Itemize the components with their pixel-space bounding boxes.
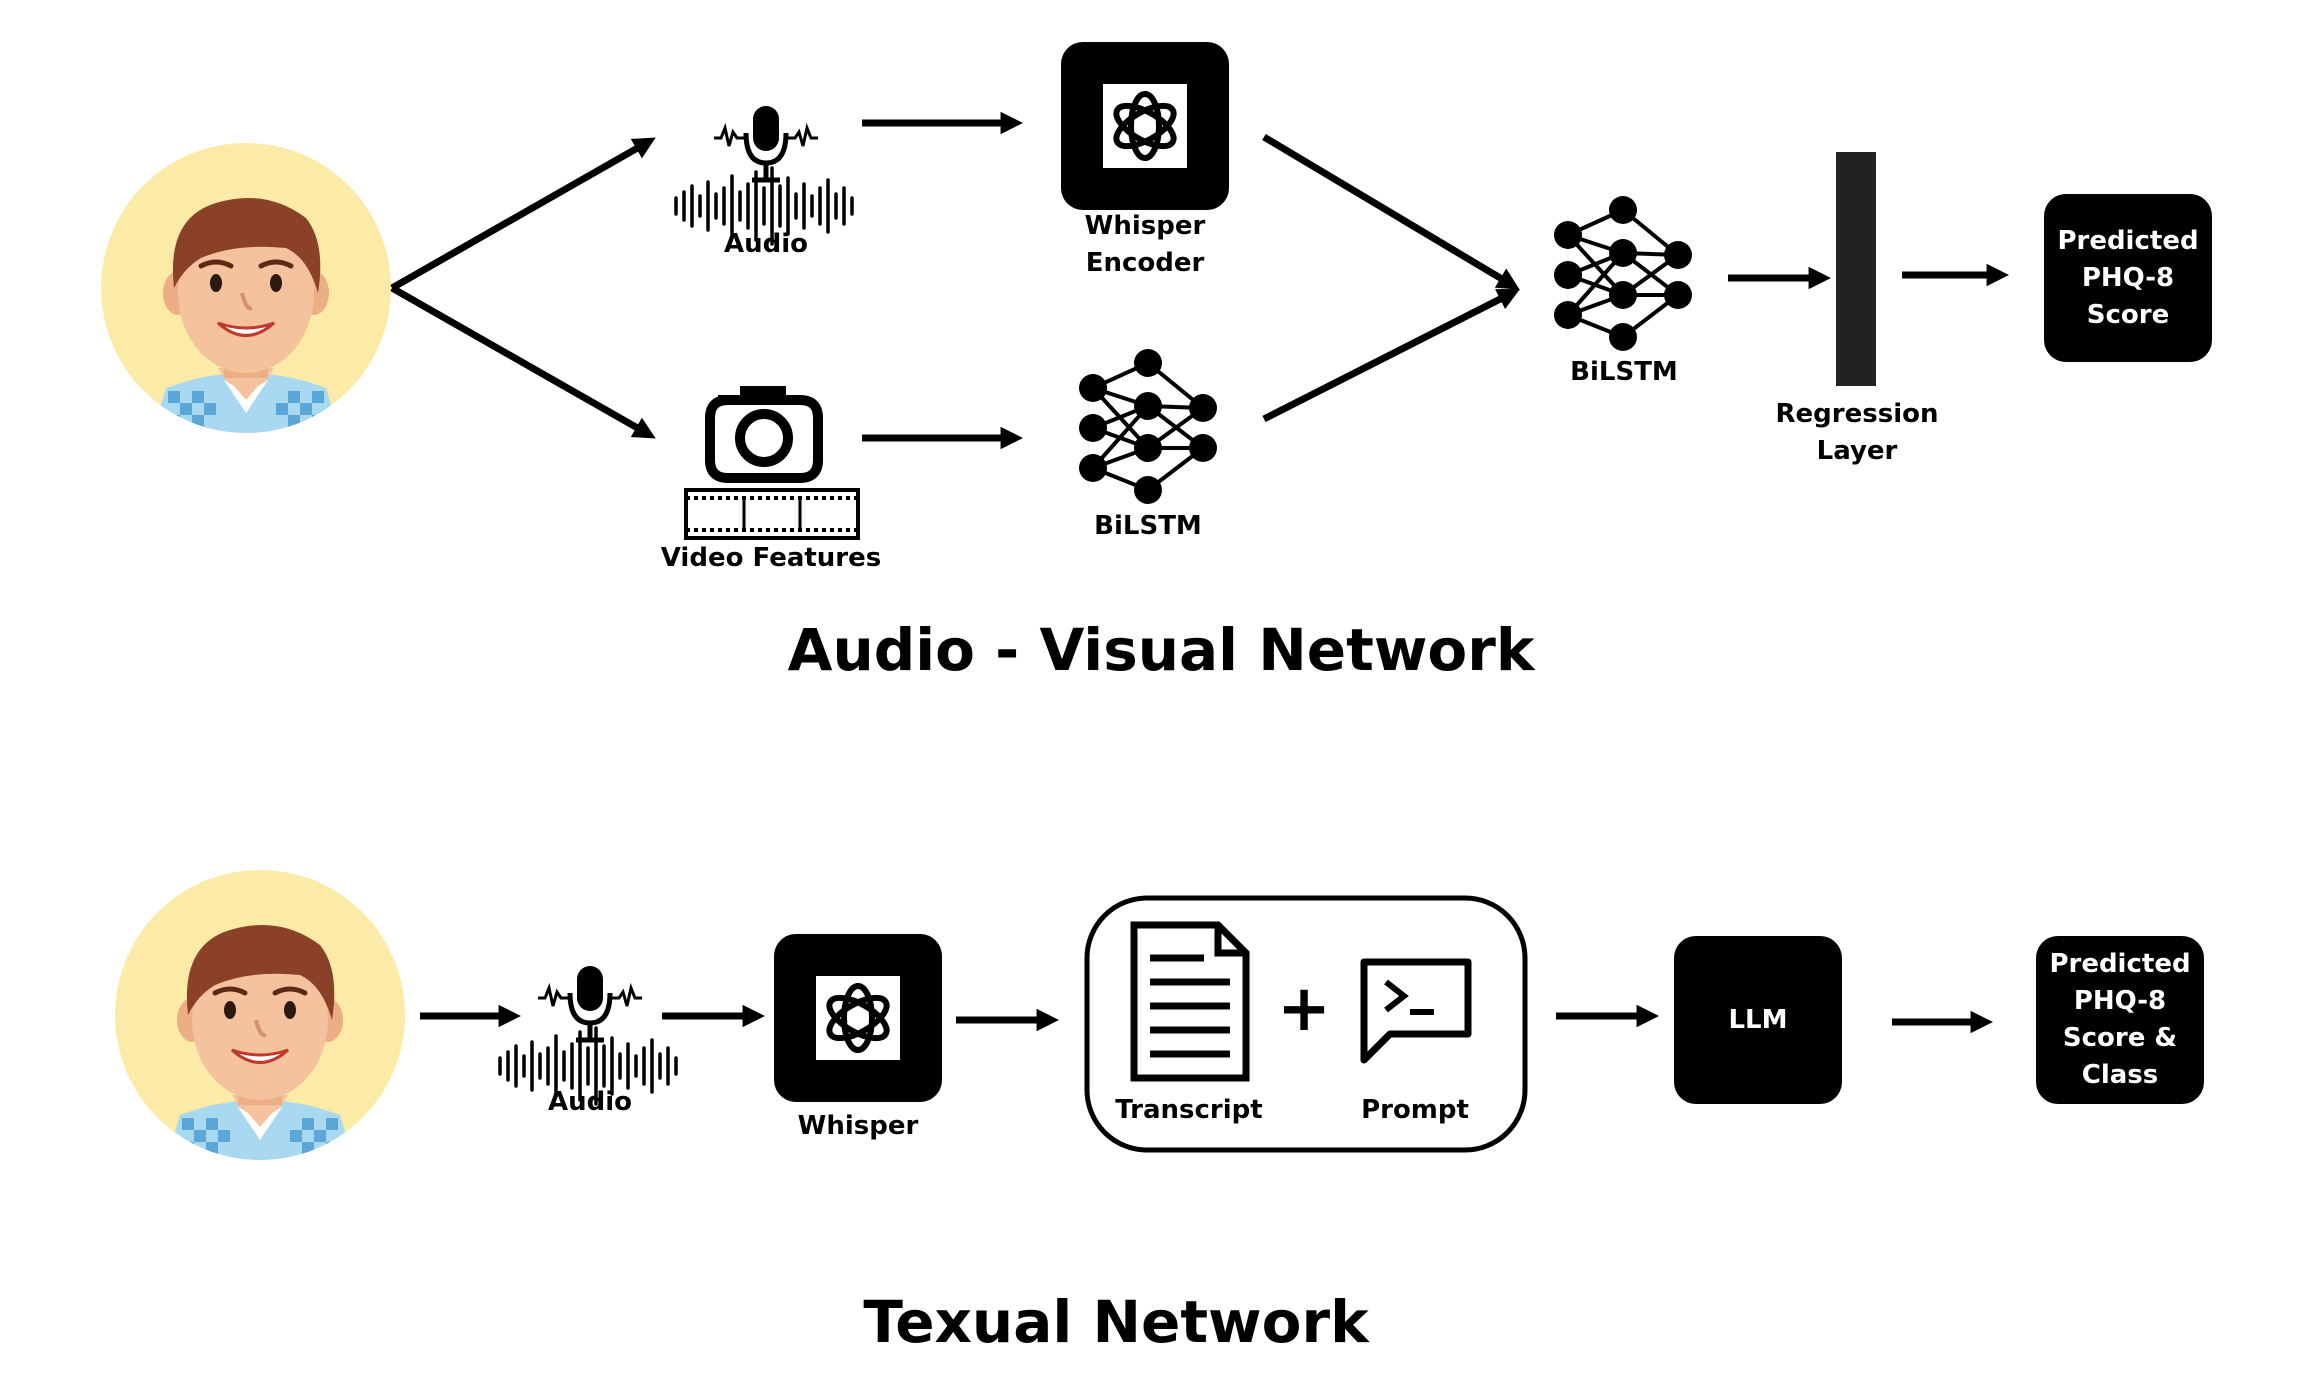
av-bilstm-fusion-label: BiLSTM	[1570, 357, 1678, 387]
av-output-label: Predicted PHQ-8 Score	[2057, 225, 2199, 330]
tx-network-title: Texual Network	[863, 1288, 1369, 1356]
av-audio-label: Audio	[723, 229, 809, 259]
regression-layer-bar	[1836, 152, 1876, 386]
neural-network-icon	[1077, 347, 1219, 506]
film-strip-icon	[684, 488, 860, 540]
terminal-prompt-icon	[1360, 958, 1472, 1064]
av-video-features-label: Video Features	[660, 543, 882, 573]
openai-logo-icon	[774, 934, 942, 1102]
av-bilstm-video-label: BiLSTM	[1094, 511, 1202, 541]
llm-label: LLM	[1728, 1004, 1788, 1035]
person-avatar-icon	[115, 870, 405, 1165]
person-avatar-icon	[101, 143, 391, 438]
prompt-label: Prompt	[1361, 1095, 1469, 1125]
microphone-waveform-icon	[676, 106, 852, 244]
plus-symbol: +	[1277, 972, 1331, 1046]
whisper-encoder-label: Whisper Encoder	[1084, 211, 1206, 278]
tx-output-box: Predicted PHQ-8 Score & Class	[2036, 936, 2204, 1104]
transcript-label: Transcript	[1115, 1095, 1263, 1125]
openai-logo-icon	[1061, 42, 1229, 210]
av-network-title: Audio - Visual Network	[787, 616, 1535, 684]
merge-arrows	[1262, 133, 1520, 423]
split-arrows	[390, 137, 656, 439]
neural-network-icon	[1552, 194, 1694, 353]
tx-audio-label: Audio	[547, 1087, 633, 1117]
camera-icon	[705, 386, 823, 483]
document-icon	[1130, 921, 1250, 1082]
tx-output-label: Predicted PHQ-8 Score & Class	[2049, 949, 2191, 1090]
llm-input-group	[1084, 895, 1528, 1153]
regression-layer-label: Regression Layer	[1775, 399, 1939, 466]
av-output-box: Predicted PHQ-8 Score	[2044, 194, 2212, 362]
llm-box: LLM	[1674, 936, 1842, 1104]
tx-whisper-label: Whisper	[797, 1111, 919, 1141]
